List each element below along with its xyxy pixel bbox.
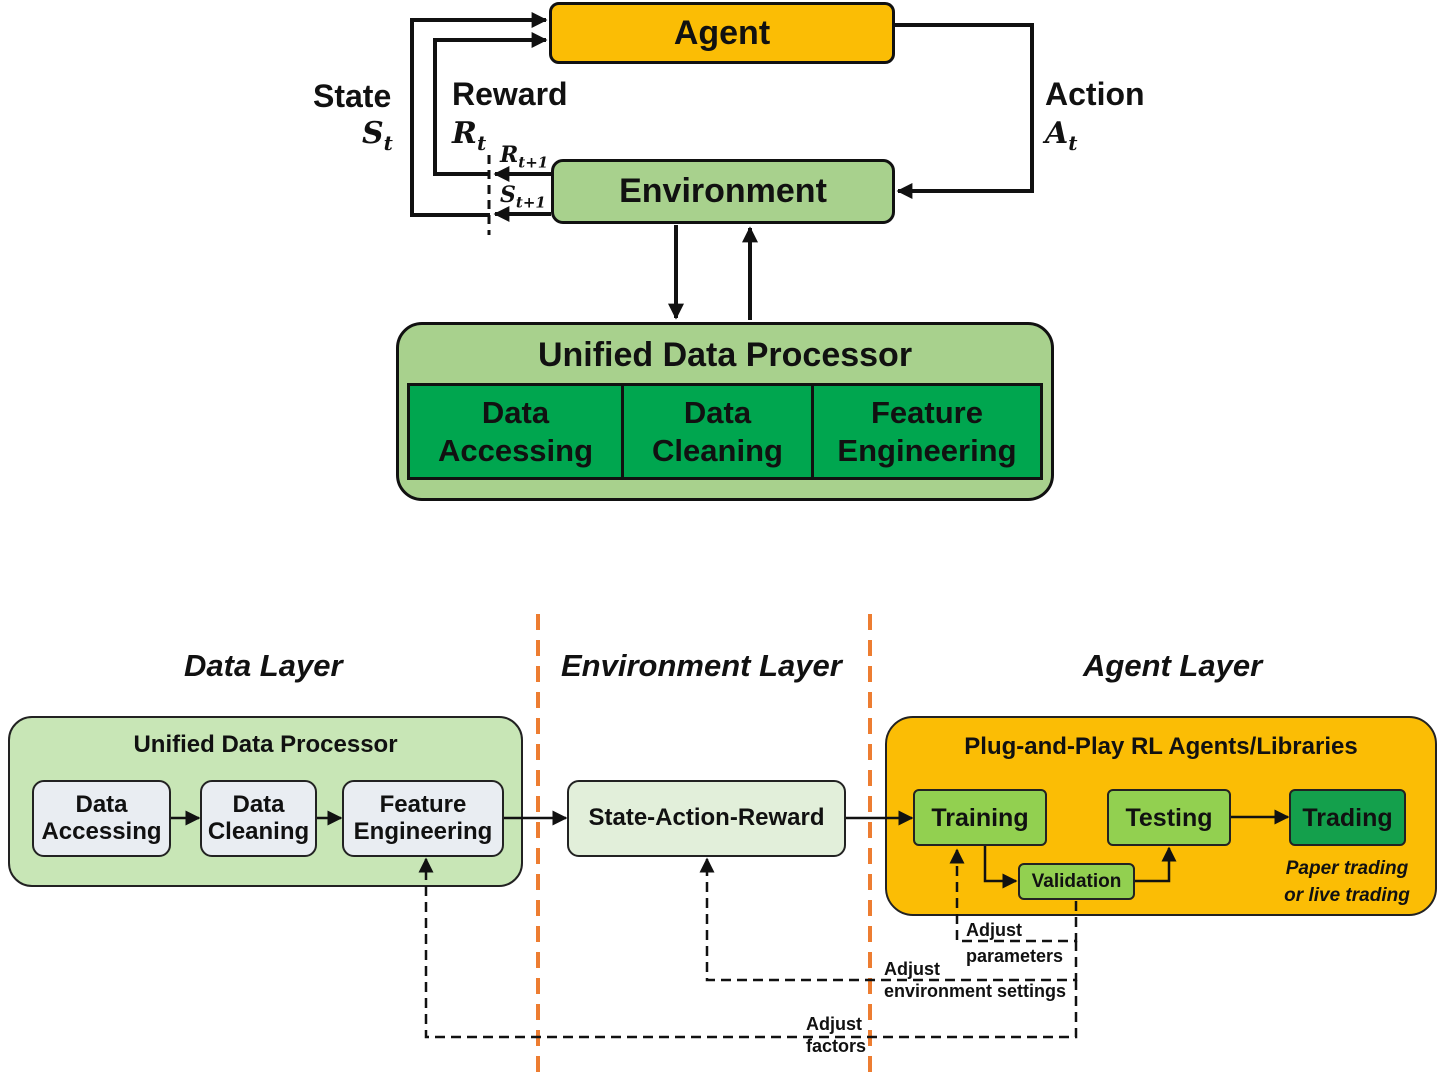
reward-loop-arrow (433, 32, 548, 176)
environment-box: Environment (551, 159, 895, 224)
feature-engineering-box: Feature Engineering (342, 780, 504, 857)
trading-label: Trading (1302, 803, 1393, 832)
reward-label: Reward (452, 76, 568, 112)
agents-title: Plug-and-Play RL Agents/Libraries (964, 733, 1358, 760)
adjust-parameters-note: Adjust parameters (966, 920, 1064, 967)
adjust-environment-path (699, 857, 1078, 982)
module-feature-engineering: Feature Engineering (837, 394, 1017, 468)
trading-box: Trading (1289, 789, 1406, 846)
data-accessing-label: Data Accessing (41, 790, 162, 845)
state-symbol: St (362, 116, 393, 155)
action-symbol: At (1045, 116, 1078, 155)
data-cleaning-label: Data Cleaning (207, 790, 310, 845)
state-label: State (313, 78, 392, 114)
validation-box: Validation (1018, 863, 1135, 900)
adjust-factors-path (418, 857, 1078, 1039)
testing-label: Testing (1125, 803, 1213, 832)
module-data-cleaning: Data Cleaning (624, 386, 814, 477)
module-data-accessing: Data Accessing (410, 386, 624, 477)
validation-label: Validation (1031, 870, 1122, 892)
state-loop-arrow (410, 12, 548, 217)
feature-engineering-label: Feature Engineering (353, 790, 493, 845)
trading-note: Paper trading or live trading (1284, 858, 1410, 906)
agent-layer-title: Agent Layer (1083, 648, 1263, 683)
state-next-symbol: St+1 (500, 182, 546, 212)
processor-title: Unified Data Processor (537, 336, 913, 374)
training-box: Training (913, 789, 1047, 846)
training-label: Training (931, 803, 1029, 832)
action-label: Action (1045, 76, 1145, 112)
data-layer-title: Data Layer (184, 648, 343, 683)
data-cleaning-box: Data Cleaning (200, 780, 317, 857)
processor-modules: Data Accessing Data Cleaning Feature Eng… (407, 383, 1043, 480)
state-action-reward-box: State-Action-Reward (567, 780, 846, 857)
reward-next-symbol: Rt+1 (500, 142, 549, 172)
state-action-reward-label: State-Action-Reward (588, 804, 825, 832)
data-processor-title: Unified Data Processor (133, 731, 398, 758)
action-arrow (895, 23, 1034, 199)
reward-symbol: Rt (452, 116, 487, 155)
environment-label: Environment (619, 172, 827, 210)
adjust-factors-note: Adjust factors (806, 1014, 867, 1056)
validation-to-testing-arrow (1135, 846, 1177, 883)
adjust-parameters-path (949, 848, 1078, 943)
agent-box: Agent (549, 2, 895, 64)
environment-layer-title: Environment Layer (561, 648, 842, 683)
testing-box: Testing (1107, 789, 1231, 846)
adjust-environment-note: Adjust environment settings (884, 959, 1067, 1001)
training-to-validation-arrow (983, 846, 1018, 889)
data-accessing-box: Data Accessing (32, 780, 171, 857)
agent-label: Agent (673, 13, 771, 52)
